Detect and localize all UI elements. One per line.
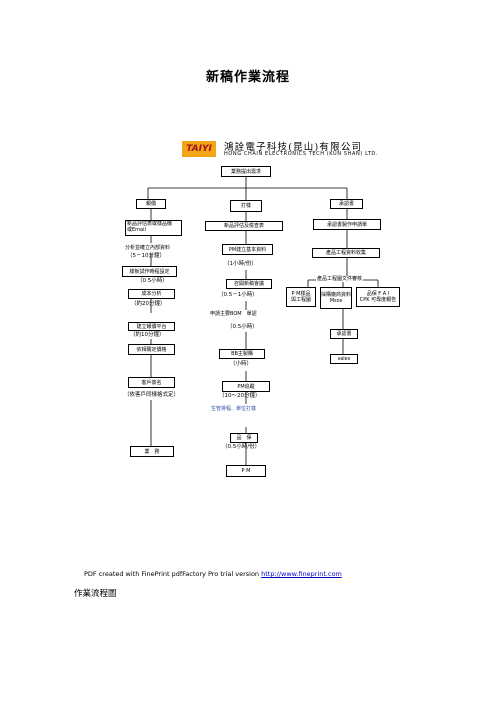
col2-step9-box: P M bbox=[226, 465, 266, 477]
figure-caption: 作業流程圖 bbox=[74, 589, 117, 599]
col2-step3: 召開新稿會議 bbox=[233, 281, 264, 287]
col1-step4-box: 成本分析 bbox=[128, 289, 175, 299]
col3-step4: 承認書 bbox=[336, 331, 352, 337]
col1-step8-box: 業 務 bbox=[130, 446, 174, 457]
col3-header: 承認書 bbox=[338, 201, 354, 207]
page-title: 新稿作業流程 bbox=[205, 70, 290, 85]
col1-step4: 成本分析 bbox=[141, 291, 162, 297]
col1-step2-time: （5－10分鐘） bbox=[127, 253, 165, 259]
col2-step5: BB主製購 bbox=[231, 351, 253, 357]
col1-step7: 客戶簽名 bbox=[141, 379, 162, 386]
col1-step5: 建立報價平台 bbox=[136, 323, 167, 330]
col1-step5-time: （約10分鐘） bbox=[130, 332, 165, 338]
col1-step7-note: （依客戶同樣格式定） bbox=[124, 392, 180, 398]
col3-step4-box: 承認書 bbox=[330, 329, 358, 339]
col2-step8-time: （0.5小時/份） bbox=[222, 444, 261, 450]
company-logo: TAIYI bbox=[182, 141, 216, 157]
col3-sub2-box: 採購廠商資料 Msos bbox=[320, 287, 352, 309]
flow-top-label: 業務提出需求 bbox=[230, 168, 261, 175]
col2-step2: PM建立基本資料 bbox=[228, 246, 267, 253]
col1-step4-time: （約20分鐘） bbox=[131, 301, 166, 307]
col3-header-box: 承認書 bbox=[330, 199, 363, 209]
pdf-footer-text: PDF created with FinePrint pdfFactory Pr… bbox=[84, 570, 262, 578]
col2-step1: 新品評估及檢查表 bbox=[223, 223, 264, 229]
col3-sub1-line2: 與工程圖 bbox=[290, 297, 311, 303]
col1-step8: 業 務 bbox=[144, 448, 160, 455]
col2-step3-time: （0.5－1小時） bbox=[218, 292, 258, 298]
col1-step6-box: 依相關定價格 bbox=[128, 344, 175, 355]
company-name-zh: 鴻詮電子科技(昆山)有限公司 bbox=[224, 142, 363, 153]
col3-step2: 產品工程資料收集 bbox=[325, 250, 366, 256]
col3-sub2-line1: 採購廠商資料 bbox=[321, 292, 352, 298]
col2-step1-box: 新品評估及檢查表 bbox=[205, 221, 283, 231]
col3-sub2-line2: Msos bbox=[329, 298, 343, 304]
col3-step1: 承認書製作申請單 bbox=[326, 221, 367, 228]
col3-sub3-line2: CPK 可靠度報告 bbox=[359, 297, 397, 303]
fineprint-link[interactable]: http://www.fineprint.com bbox=[261, 570, 342, 578]
col3-step1-box: 承認書製作申請單 bbox=[313, 219, 381, 230]
col2-header-box: 打樣 bbox=[230, 200, 262, 212]
pdf-footer: PDF created with FinePrint pdfFactory Pr… bbox=[84, 570, 342, 578]
col2-step2-box: PM建立基本資料 bbox=[222, 244, 273, 255]
company-name-en: HONG CHAIN ELECTRONICS TECH (KUN SHAN) L… bbox=[224, 151, 379, 157]
flow-top-box: 業務提出需求 bbox=[221, 166, 271, 177]
col2-step4: 申請主要BOM 單認 bbox=[210, 311, 257, 317]
col2-step5-box: BB主製購 bbox=[219, 349, 265, 359]
col1-step2: 分析並確立內部資料 bbox=[125, 245, 171, 251]
col2-step9: P M bbox=[241, 468, 251, 474]
col2-step6-time: （10～20分鐘） bbox=[219, 393, 261, 399]
col3-sub3-line1: 品保 F A I bbox=[366, 291, 390, 297]
col3-sub1-box: P M樣品 與工程圖 bbox=[286, 287, 316, 307]
col1-step3-box: 樣板試作時程設定 bbox=[122, 266, 177, 277]
col2-step4-time: （0.5小時） bbox=[227, 324, 258, 330]
col1-step7-box: 客戶簽名 bbox=[128, 377, 175, 388]
col3-step3: 產品工程圖文件審核 bbox=[316, 276, 364, 282]
col2-step2-time: （1小時/份） bbox=[224, 261, 257, 267]
col1-step6: 依相關定價格 bbox=[136, 346, 167, 353]
col1-step3-time: （0.5小時） bbox=[137, 278, 168, 284]
col2-step7: 生管排程、單位打樣 bbox=[211, 406, 257, 412]
col3-sub1-line1: P M樣品 bbox=[291, 291, 311, 297]
col1-step3: 樣板試作時程設定 bbox=[129, 268, 170, 275]
col3-step5-box: sales bbox=[330, 354, 358, 364]
col1-step5-box: 建立報價平台 bbox=[128, 322, 175, 331]
col2-header: 打樣 bbox=[240, 203, 251, 209]
col1-step1-box: 新品評估表或樣品機 或Email bbox=[125, 220, 182, 236]
col3-sub3-box: 品保 F A I CPK 可靠度報告 bbox=[356, 287, 400, 307]
col3-step5: sales bbox=[337, 356, 351, 362]
col3-step2-box: 產品工程資料收集 bbox=[312, 248, 380, 258]
col2-step6-box: PM追蹤 bbox=[222, 381, 270, 392]
col2-step8-box: 品 保 bbox=[230, 433, 258, 443]
col2-step3-box: 召開新稿會議 bbox=[226, 279, 272, 289]
col2-step8: 品 保 bbox=[236, 435, 252, 441]
col1-step1-line2: 或Email bbox=[127, 227, 146, 233]
col1-header-box: 報價 bbox=[136, 199, 166, 209]
col1-step1-line1: 新品評估表或樣品機 bbox=[127, 221, 173, 227]
col1-header: 報價 bbox=[145, 201, 156, 207]
col2-step5-time: （小時） bbox=[230, 361, 253, 367]
col2-step6: PM追蹤 bbox=[237, 383, 255, 390]
